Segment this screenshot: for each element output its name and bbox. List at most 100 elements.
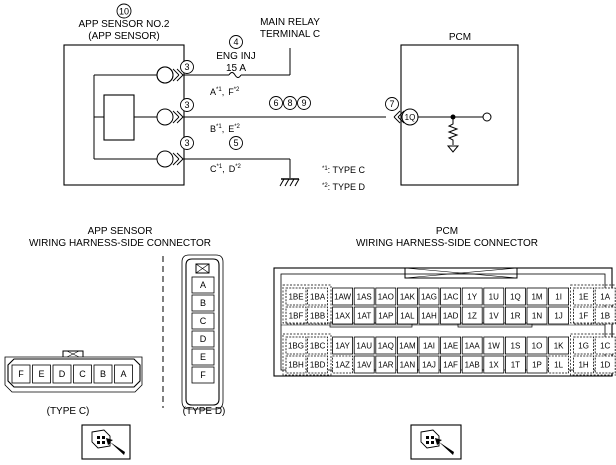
- pcm-pin-1bf-label: 1BF: [289, 311, 304, 320]
- pcm-pin-1bf: 1BF: [285, 306, 307, 325]
- pcm-pin-1s-label: 1S: [511, 341, 521, 350]
- wire-ref-circle-3: 9: [297, 96, 311, 110]
- pcm-pin-1ac-label: 1AC: [443, 292, 459, 301]
- pcm-title: PCM: [449, 32, 471, 43]
- app-sensor-ref-number: 10: [119, 7, 129, 17]
- app-sensor-element: [103, 94, 135, 141]
- pcm-pin-1af: 1AF: [440, 355, 462, 374]
- fuse-name: ENG INJ: [216, 51, 255, 62]
- type-d-pin-e-label: E: [200, 352, 206, 362]
- type-d-pin-f-label: F: [200, 370, 206, 380]
- pcm-pin-1r: 1R: [504, 306, 526, 325]
- type-d-pin-d-label: D: [200, 334, 207, 344]
- type-c-pin-f: F: [11, 364, 31, 384]
- pcm-pin-1n: 1N: [526, 306, 548, 325]
- pcm-pin-1ax-label: 1AX: [335, 311, 351, 320]
- pcm-pin-1q-label: 1Q: [510, 292, 521, 301]
- pcm-pin-1c-label: 1C: [600, 341, 610, 350]
- pcm-pin-1f-label: 1F: [579, 311, 588, 320]
- pcm-pin-1bg: 1BG: [285, 336, 307, 355]
- pcm-pin-1s: 1S: [504, 336, 526, 355]
- app-pin-a-terminal: [156, 66, 174, 84]
- pcm-pin-1ba: 1BA: [307, 287, 329, 306]
- pcm-pin-1ad: 1AD: [440, 306, 462, 325]
- pcm-pin-1bb-label: 1BB: [310, 311, 325, 320]
- app-sensor-title: APP SENSOR NO.2: [79, 19, 170, 30]
- type-c-pin-b: B: [93, 364, 113, 384]
- type-c-pin-a-label: A: [120, 369, 126, 379]
- pcm-pin-1h: 1H: [573, 355, 594, 374]
- pull-down-resistor: [447, 117, 459, 145]
- pcm-pin-1z: 1Z: [461, 306, 483, 325]
- pcm-connector-ref-circle: 7: [385, 97, 399, 111]
- pcm-pin-1a-label: 1A: [600, 292, 610, 301]
- pcm-group-outline-bottom-left: [282, 333, 332, 376]
- pcm-input-terminal: [482, 112, 492, 122]
- svg-text:9: 9: [301, 98, 306, 108]
- pcm-pin-1as: 1AS: [353, 287, 375, 306]
- pcm-pin-1ax: 1AX: [332, 306, 354, 325]
- pcm-pin-1ap: 1AP: [375, 306, 397, 325]
- connector-ref-circle-a: 3: [180, 60, 194, 74]
- pcm-pin-1bd: 1BD: [307, 355, 329, 374]
- pcm-pin-1m-label: 1M: [531, 292, 542, 301]
- note-type-c: *1: TYPE C: [322, 165, 366, 175]
- pcm-ground-icon: [446, 145, 460, 153]
- pcm-pin-1aw: 1AW: [332, 287, 354, 306]
- pcm-pin-1ao-label: 1AO: [378, 292, 394, 301]
- svg-text:3: 3: [184, 138, 189, 148]
- wire-ref-circle-2: 8: [283, 96, 297, 110]
- pcm-pin-1ap-label: 1AP: [378, 311, 393, 320]
- type-c-pin-c: C: [73, 364, 92, 384]
- svg-text:5: 5: [233, 138, 238, 148]
- svg-text:4: 4: [233, 37, 238, 47]
- app-connector-title: APP SENSOR: [88, 226, 153, 237]
- type-c-pin-a: A: [114, 364, 133, 384]
- type-d-pin-f: F: [191, 366, 215, 384]
- pcm-pin-1w: 1W: [483, 336, 505, 355]
- wire-ref-circle-1: 6: [269, 96, 283, 110]
- pcm-pin-1g-label: 1G: [578, 341, 589, 350]
- app-pin-c-terminal: [156, 150, 174, 168]
- pcm-pin-1ay: 1AY: [332, 336, 354, 355]
- pcm-pin-1p: 1P: [526, 355, 548, 374]
- type-d-pin-c: C: [191, 312, 215, 330]
- pcm-pin-1i: 1I: [548, 287, 569, 306]
- pcm-pin-1ab-label: 1AB: [465, 360, 480, 369]
- connector-ref-circle-c: 3: [180, 136, 194, 150]
- pcm-pin-1az-label: 1AZ: [335, 360, 350, 369]
- pcm-pin-1au: 1AU: [353, 336, 375, 355]
- app-connector-subtitle: WIRING HARNESS-SIDE CONNECTOR: [29, 238, 211, 249]
- pcm-pin-1aq: 1AQ: [375, 336, 397, 355]
- pcm-pin-1ar: 1AR: [375, 355, 397, 374]
- svg-text:6: 6: [273, 98, 278, 108]
- pcm-pin-1l-label: 1L: [554, 360, 563, 369]
- pcm-pin-1al-label: 1AL: [400, 311, 415, 320]
- pcm-pin-1ai: 1AI: [418, 336, 440, 355]
- type-d-pin-b: B: [191, 294, 215, 312]
- connector-chevron-b: [172, 110, 184, 124]
- fuse-symbol: [228, 72, 242, 78]
- type-d-pin-d: D: [191, 330, 215, 348]
- pcm-pin-1ba-label: 1BA: [310, 292, 326, 301]
- app-pin-b-terminal: [156, 108, 174, 126]
- pcm-pin-1u: 1U: [483, 287, 505, 306]
- fuse-rating: 15 A: [226, 63, 246, 74]
- pcm-pin-1t: 1T: [504, 355, 526, 374]
- pcm-pin-1as-label: 1AS: [357, 292, 372, 301]
- pcm-pin-1y-label: 1Y: [467, 292, 477, 301]
- type-d-pin-a-label: A: [200, 280, 206, 290]
- pcm-pin-1ak: 1AK: [396, 287, 418, 306]
- pcm-pin-1ah: 1AH: [418, 306, 440, 325]
- wire-ref-circle-4: 5: [229, 136, 243, 150]
- pcm-pin-1o: 1O: [526, 336, 548, 355]
- svg-text:3: 3: [184, 100, 189, 110]
- pcm-connector-title: PCM: [436, 226, 458, 237]
- pcm-pin-1ab: 1AB: [461, 355, 483, 374]
- pcm-pin-1i-label: 1I: [555, 292, 562, 301]
- pcm-pin-1d: 1D: [594, 355, 616, 374]
- pcm-pin-1f: 1F: [573, 306, 594, 325]
- pcm-pin-1aq-label: 1AQ: [378, 341, 394, 350]
- connector-ref-circle-b: 3: [180, 98, 194, 112]
- pcm-pin-1q: 1Q: [504, 287, 526, 306]
